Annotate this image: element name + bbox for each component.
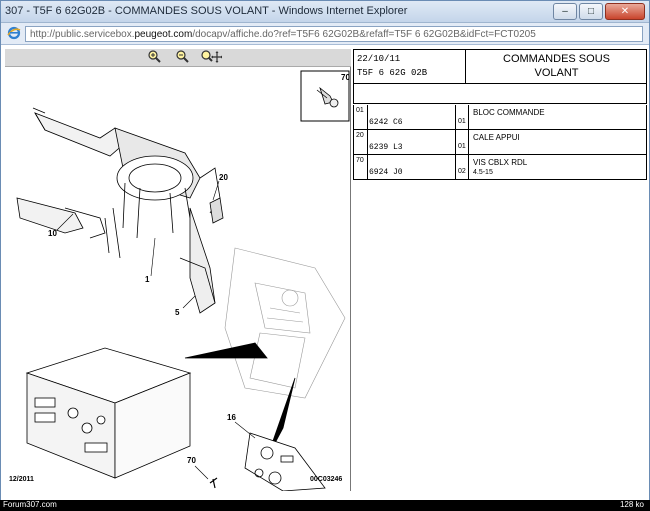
zoom-out-icon xyxy=(175,49,189,68)
part-code: 6924 J0 xyxy=(369,168,403,177)
parts-row[interactable]: 70 6924 J0 02 VIS CBLX RDL 4.5-15 xyxy=(353,155,647,180)
part-qty: 02 xyxy=(458,168,466,175)
callout-16: 16 xyxy=(227,413,236,422)
header-left-cell: 22/10/11 T5F 6 62G 02B xyxy=(354,50,466,83)
callout-10: 10 xyxy=(48,229,57,238)
part-ref: 70 xyxy=(356,157,364,164)
internet-explorer-icon xyxy=(7,26,21,45)
callout-1: 1 xyxy=(145,275,150,284)
parts-header: 22/10/11 T5F 6 62G 02B COMMANDES SOUS VO… xyxy=(353,49,647,84)
part-ref: 20 xyxy=(356,132,364,139)
part-qty: 01 xyxy=(458,118,466,125)
callout-20: 20 xyxy=(219,173,228,182)
part-size: 4.5-15 xyxy=(473,169,493,176)
callout-5: 5 xyxy=(175,308,180,317)
status-bar: Forum307.com 128 ko xyxy=(0,500,650,511)
zoom-toolbar xyxy=(5,49,351,67)
window-title: 307 - T5F 6 62G02B - COMMANDES SOUS VOLA… xyxy=(5,5,408,17)
zoom-in-icon xyxy=(147,49,161,68)
exploded-view-pane: 70 20 10 1 5 16 70 15 xyxy=(5,49,351,500)
drawing-code: 00C03246 xyxy=(310,476,343,483)
part-qty: 01 xyxy=(458,143,466,150)
part-code: 6242 C6 xyxy=(369,118,403,127)
zoom-out-button[interactable] xyxy=(173,49,191,68)
status-size: 128 ko xyxy=(619,500,644,509)
parts-row[interactable]: 20 6239 L3 01 CALE APPUI xyxy=(353,130,647,155)
header-date: 22/10/11 xyxy=(357,54,401,64)
url-prefix: http://public.servicebox. xyxy=(30,29,135,40)
pan-zoom-button[interactable] xyxy=(199,49,223,68)
header-title-cell: COMMANDES SOUS VOLANT xyxy=(467,50,646,83)
parts-spacer-row xyxy=(353,84,647,104)
part-ref: 01 xyxy=(356,107,364,114)
part-description: CALE APPUI xyxy=(473,133,520,142)
header-title-line1: COMMANDES SOUS xyxy=(503,53,610,65)
url-domain: peugeot.com xyxy=(134,29,193,40)
part-description: BLOC COMMANDE xyxy=(473,108,545,117)
page-content: 70 20 10 1 5 16 70 15 xyxy=(1,46,649,500)
part-description: VIS CBLX RDL xyxy=(473,158,528,167)
drawing-date: 12/2011 xyxy=(9,476,34,483)
close-button[interactable]: ✕ xyxy=(605,3,645,20)
address-bar: http://public.servicebox.peugeot.com/doc… xyxy=(1,23,649,45)
status-left-text: Forum307.com xyxy=(3,500,57,509)
parts-row[interactable]: 01 6242 C6 01 BLOC COMMANDE xyxy=(353,105,647,130)
callout-70: 70 xyxy=(187,456,196,465)
parts-list-pane: 22/10/11 T5F 6 62G 02B COMMANDES SOUS VO… xyxy=(353,49,647,491)
exploded-view-svg: 70 20 10 1 5 16 70 15 xyxy=(16,70,350,500)
minimize-button[interactable]: – xyxy=(553,3,577,20)
zoom-in-button[interactable] xyxy=(145,49,163,68)
title-bar: 307 - T5F 6 62G02B - COMMANDES SOUS VOLA… xyxy=(1,1,649,23)
exploded-view-drawing[interactable]: 70 20 10 1 5 16 70 15 xyxy=(5,68,351,500)
url-field[interactable]: http://public.servicebox.peugeot.com/doc… xyxy=(25,26,643,42)
maximize-button[interactable]: □ xyxy=(579,3,603,20)
header-title-line2: VOLANT xyxy=(534,67,579,79)
window-controls: – □ ✕ xyxy=(553,3,645,20)
url-suffix: /docapv/affiche.do?ref=T5F6 62G02B&refaf… xyxy=(192,29,536,40)
browser-window: 307 - T5F 6 62G02B - COMMANDES SOUS VOLA… xyxy=(0,0,650,500)
zoom-pan-icon xyxy=(200,49,223,68)
part-code: 6239 L3 xyxy=(369,143,403,152)
callout-70-thumb: 70 xyxy=(341,73,350,82)
header-reference: T5F 6 62G 02B xyxy=(357,68,428,78)
